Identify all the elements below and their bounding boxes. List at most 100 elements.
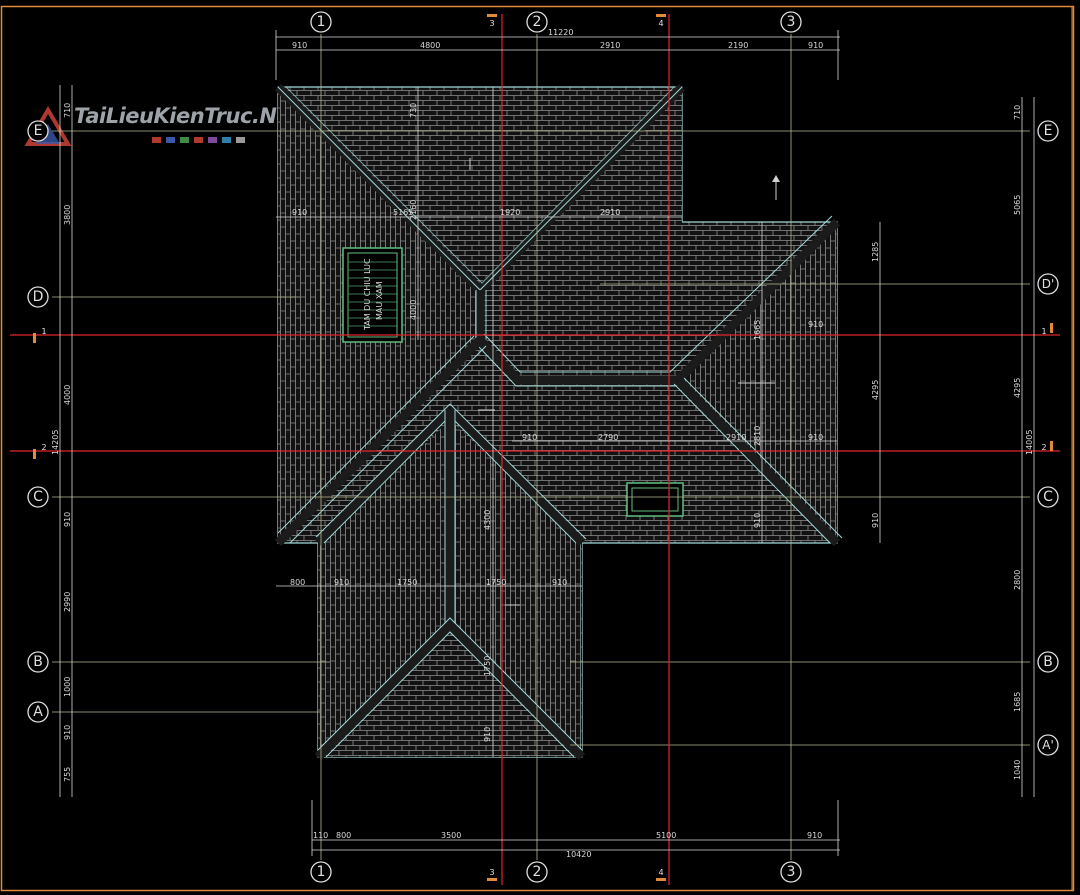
svg-text:3: 3: [787, 14, 796, 30]
dimension-lines: [59, 30, 1035, 856]
dim-top-overall: 11220: [548, 28, 573, 37]
dim-bottom-3: 3500: [441, 831, 461, 840]
axis-bubble-row-B-right: B: [1037, 651, 1059, 673]
svg-text:2: 2: [1041, 443, 1046, 452]
dim-vertical-right-1: 1665: [753, 320, 762, 340]
roof-body: [277, 86, 838, 758]
dim-left-6: 1000: [63, 677, 72, 697]
svg-text:1: 1: [317, 14, 326, 30]
axis-bubble-row-E-left: E: [27, 120, 49, 142]
dim-left-8: 755: [63, 767, 72, 782]
svg-text:C: C: [1043, 489, 1053, 505]
section-mark-top-3: 3: [487, 14, 497, 28]
section-mark-top-4: 4: [656, 14, 666, 28]
dim-vertical-center-2: 1750: [483, 656, 492, 676]
skylight-label-1: TAM DU CHIU LUC: [363, 258, 372, 331]
dim-inner-upper-1: 910: [292, 208, 307, 217]
dim-left-inner-2: 2160: [409, 200, 418, 220]
dim-vertical-center-3: 910: [483, 727, 492, 742]
svg-text:2: 2: [533, 864, 542, 880]
dim-inner-right-1: 1285: [871, 242, 880, 262]
section-mark-bottom-3: 3: [487, 868, 497, 881]
section-mark-left-2: 2: [33, 443, 47, 459]
watermark-dot: [152, 137, 161, 143]
watermark-dots: [152, 137, 245, 143]
dim-vertical-right-2: 2810: [753, 426, 762, 446]
axis-bubble-row-C-right: C: [1037, 486, 1059, 508]
dim-inner-mid-1: 910: [522, 433, 537, 442]
watermark-dot: [222, 137, 231, 143]
dim-bottom-2: 800: [336, 831, 351, 840]
dim-left-inner-1: 730: [409, 103, 418, 118]
drawing-border: [0, 5, 1075, 892]
dim-right-overall: 14005: [1025, 430, 1034, 455]
dim-inner-mid-4: 910: [808, 433, 823, 442]
svg-text:B: B: [1043, 654, 1053, 670]
axis-bubble-col-2-top: 2: [526, 11, 548, 33]
dim-bottom-1: 110: [313, 831, 328, 840]
axis-bubble-col-2-bottom: 2: [526, 861, 548, 883]
dim-bottom-4: 5100: [656, 831, 676, 840]
dim-top-3: 2910: [600, 41, 620, 50]
section-mark-right-1: 1: [1041, 323, 1053, 336]
svg-text:4: 4: [658, 868, 663, 877]
svg-text:E: E: [34, 123, 43, 139]
svg-text:A: A: [33, 704, 43, 720]
roof-ridges: [274, 83, 843, 761]
axis-bubble-col-3-top: 3: [780, 11, 802, 33]
dim-bottom-5: 910: [807, 831, 822, 840]
dim-right-6: 1040: [1013, 760, 1022, 780]
section-mark-right-2: 2: [1041, 441, 1053, 452]
skylight-label-2: MAU XAM: [375, 281, 384, 320]
axis-bubble-row-B-left: B: [27, 651, 49, 673]
axis-bubble-row-D-right: D': [1037, 273, 1059, 295]
dim-left-inner-3: 4000: [409, 300, 418, 320]
dim-left-1: 710: [63, 103, 72, 118]
svg-text:1: 1: [317, 864, 326, 880]
watermark-dot: [236, 137, 245, 143]
section-lines: [10, 14, 1060, 885]
slope-arrows: [469, 158, 780, 606]
axis-bubble-row-C-left: C: [27, 486, 49, 508]
axis-bubble-col-3-bottom: 3: [780, 861, 802, 883]
dim-inner-upper-4: 2910: [600, 208, 620, 217]
dim-inner-right-4: 910: [871, 513, 880, 528]
svg-text:E: E: [1044, 123, 1053, 139]
svg-text:3: 3: [489, 19, 494, 28]
dim-left-overall: 14205: [51, 430, 60, 455]
dim-left-2: 3800: [63, 205, 72, 225]
svg-text:C: C: [33, 489, 43, 505]
dim-left-3: 4000: [63, 385, 72, 405]
dim-right-3: 4295: [1013, 378, 1022, 398]
skylight-left: TAM DU CHIU LUC MAU XAM: [342, 247, 403, 343]
watermark-dot: [166, 137, 175, 143]
dim-vertical-center-1: 4300: [483, 510, 492, 530]
dim-bottom-overall: 10420: [566, 850, 591, 859]
dim-left-4: 910: [63, 512, 72, 527]
dim-right-1: 710: [1013, 105, 1022, 120]
dim-inner-lower-4: 1750: [486, 578, 506, 587]
dim-top-5: 910: [808, 41, 823, 50]
dim-inner-right-3: 910: [808, 320, 823, 329]
dim-right-5: 1685: [1013, 692, 1022, 712]
dim-inner-lower-1: 800: [290, 578, 305, 587]
axis-bubble-col-1-top: 1: [310, 11, 332, 33]
dim-vertical-right-3: 910: [753, 513, 762, 528]
svg-text:1: 1: [1041, 327, 1046, 336]
dim-right-4: 2800: [1013, 570, 1022, 590]
svg-text:1: 1: [41, 327, 46, 336]
svg-text:3: 3: [787, 864, 796, 880]
watermark-text: TaiLieuKienTruc.Net: [74, 104, 300, 128]
axis-bubble-row-D-left: D: [27, 286, 49, 308]
svg-text:4: 4: [658, 19, 663, 28]
axis-bubble-row-E-right: E: [1037, 120, 1059, 142]
dimension-texts: 11220 910 4800 2910 2190 910 10420 110 8…: [51, 28, 1034, 859]
axis-bubbles: 1 2 3 1 2 3 E D C B A E D' C B A': [27, 11, 1059, 883]
section-markers: 3 4 3 4 1 2 1 2: [33, 14, 1053, 881]
svg-text:B: B: [33, 654, 43, 670]
watermark-dot: [194, 137, 203, 143]
dim-inner-lower-3: 1750: [397, 578, 417, 587]
section-mark-left-1: 1: [33, 327, 47, 343]
grid-lines: [52, 34, 1030, 860]
